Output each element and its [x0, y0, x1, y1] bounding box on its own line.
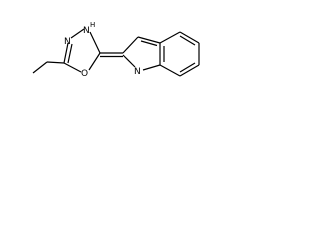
bond-c3a-c4	[159, 31, 181, 44]
oxadiazole-ring	[63, 28, 101, 73]
atom-labels: N H N O N	[64, 21, 141, 79]
atom-label-h: H	[90, 21, 95, 29]
bond-c7a-n	[142, 64, 161, 71]
atom-label-o1: O	[81, 69, 88, 79]
atom-label-n-indole: N	[134, 67, 141, 77]
bond-c6-c7-inner	[179, 62, 196, 73]
atom-label-n4: N	[64, 37, 71, 47]
chemical-structure: N H N O N	[32, 21, 200, 79]
bond-c3-c3a	[137, 36, 161, 44]
indole-benzene-ring	[159, 31, 200, 77]
ethyl-group	[32, 61, 65, 74]
bond-c4-c5	[179, 31, 200, 44]
bond-c7-c7a	[159, 64, 181, 77]
bond-c4-c5-inner	[179, 35, 196, 46]
bond-c5-n4-double-b	[67, 43, 73, 64]
bond-o1-c5	[63, 62, 82, 73]
bond-n-c2p	[122, 54, 136, 68]
atom-label-nh: N	[83, 26, 90, 36]
indole-five-ring	[122, 36, 161, 71]
bond-c3-c3a-inner	[140, 40, 158, 47]
bond-c2-o1	[88, 52, 101, 71]
bond-ch3-ch2	[32, 61, 48, 74]
exocyclic-double-bond	[100, 52, 123, 58]
bond-n3-c2	[89, 31, 101, 54]
bond-c6-c7	[179, 64, 200, 77]
bond-c2p-c3	[122, 36, 139, 54]
bond-c5-n4-double-a	[63, 42, 69, 64]
bond-ch2-c5	[46, 61, 65, 64]
bond-n4-n3	[70, 28, 85, 39]
